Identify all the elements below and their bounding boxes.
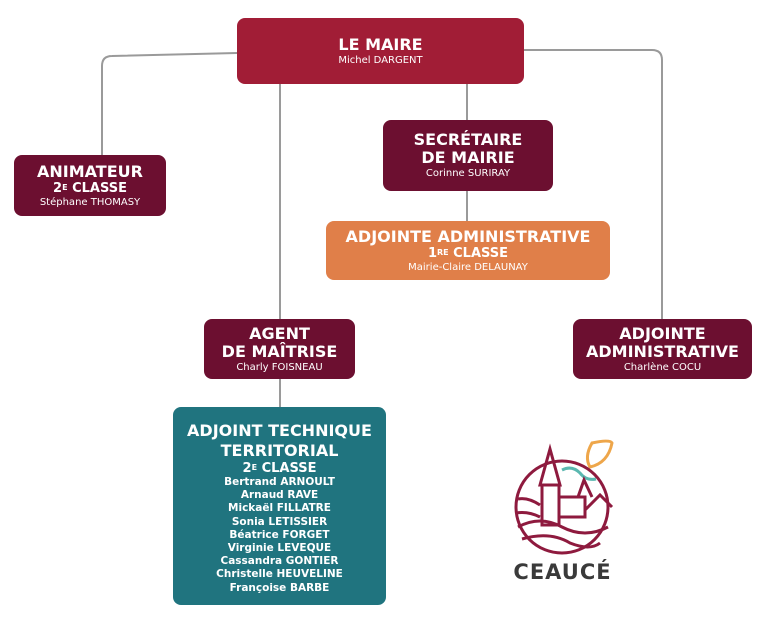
staff-name: Françoise BARBE <box>229 581 330 594</box>
adjointe-1-class: 1RE CLASSE <box>427 245 509 261</box>
mayor-box: LE MAIRE Michel DARGENT <box>237 18 524 84</box>
staff-name: Mickaël FILLATRE <box>228 502 331 515</box>
mayor-name: Michel DARGENT <box>338 54 423 66</box>
animateur-name: Stéphane THOMASY <box>39 196 141 208</box>
agent-title-1: AGENT <box>249 323 310 343</box>
agent-name: Charly FOISNEAU <box>236 361 323 373</box>
agent-box: AGENT DE MAÎTRISE Charly FOISNEAU <box>204 319 355 379</box>
secretaire-title-1: SECRÉTAIRE <box>413 130 523 149</box>
line-mayor-animateur <box>101 52 238 155</box>
adjointe-administrative-2-box: ADJOINTE ADMINISTRATIVE Charlène COCU <box>573 319 752 379</box>
staff-name: Bertrand ARNOULT <box>224 476 335 488</box>
animateur-class: 2E CLASSE <box>53 180 127 196</box>
adjointe-2-title-1: ADJOINTE <box>619 323 706 343</box>
ceauce-logo: CEAUCÉ <box>500 435 625 584</box>
adjointe-administrative-1-box: ADJOINTE ADMINISTRATIVE 1RE CLASSE Mairi… <box>326 221 610 280</box>
adjointe-2-name: Charlène COCU <box>623 361 702 373</box>
staff-name: Virginie LEVEQUE <box>227 542 332 555</box>
secretaire-title-2: DE MAIRIE <box>421 148 515 167</box>
adjointe-2-title-2: ADMINISTRATIVE <box>586 341 739 361</box>
adjointe-1-name: Mairie-Claire DELAUNAY <box>408 261 528 273</box>
staff-name: Arnaud RAVE <box>240 489 319 502</box>
secretaire-box: SECRÉTAIRE DE MAIRIE Corinne SURIRAY <box>383 120 553 191</box>
technique-title-1: ADJOINT TECHNIQUE <box>187 421 372 440</box>
adjointe-1-title: ADJOINTE ADMINISTRATIVE <box>345 226 591 246</box>
staff-name: Christelle HEUVELINE <box>216 568 343 581</box>
mayor-title: LE MAIRE <box>338 34 423 54</box>
animateur-title: ANIMATEUR <box>37 161 143 181</box>
castle-emblem-icon <box>514 439 614 555</box>
animateur-box: ANIMATEUR 2E CLASSE Stéphane THOMASY <box>14 155 166 216</box>
line-mayor-adjointe <box>524 49 663 319</box>
staff-name: Cassandra GONTIER <box>220 555 339 568</box>
technique-title-2: TERRITORIAL <box>220 441 339 460</box>
agent-title-2: DE MAÎTRISE <box>221 341 338 361</box>
logo-text: CEAUCÉ <box>513 560 612 584</box>
technique-box: ADJOINT TECHNIQUE TERRITORIAL 2E CLASSE … <box>173 407 386 605</box>
staff-name: Béatrice FORGET <box>229 528 330 541</box>
staff-name: Sonia LETISSIER <box>231 515 328 528</box>
secretaire-name: Corinne SURIRAY <box>425 168 511 179</box>
technique-class: 2E CLASSE <box>242 461 317 476</box>
